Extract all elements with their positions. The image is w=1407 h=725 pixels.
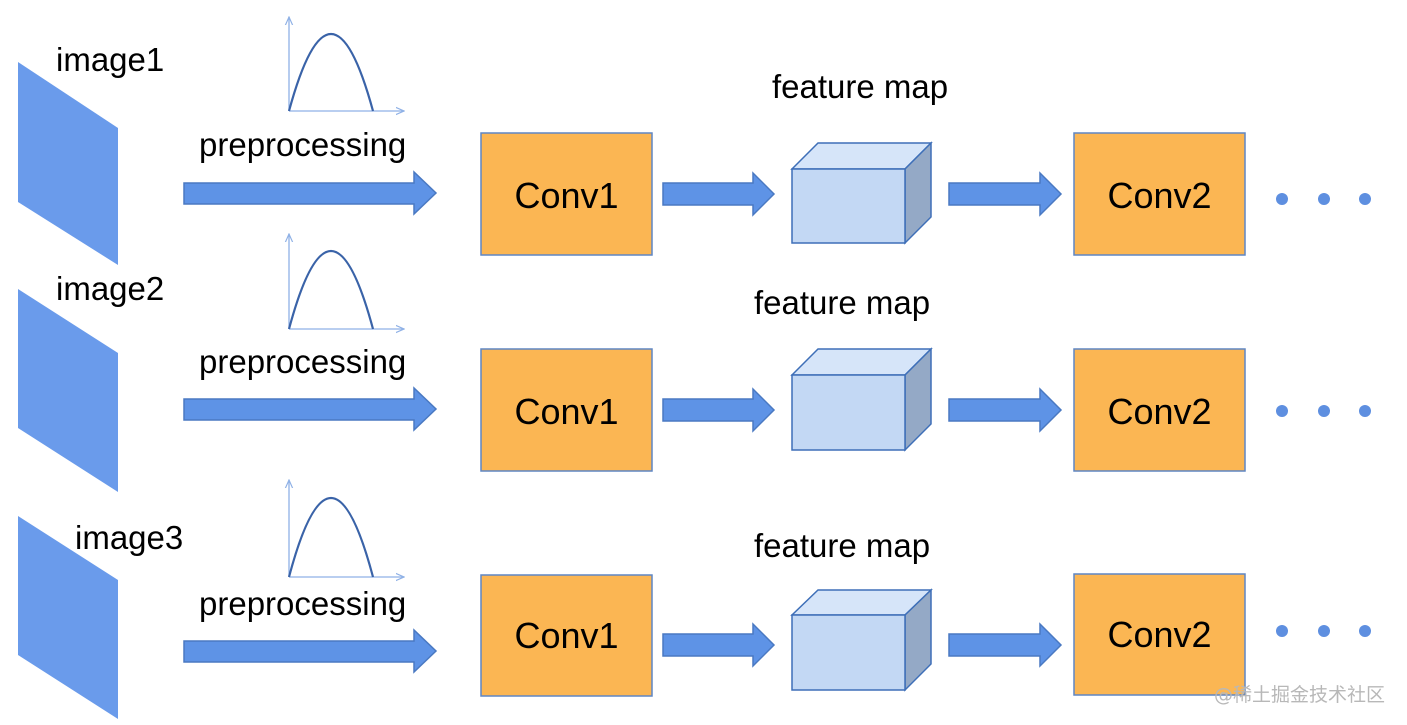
input-image-panel <box>18 62 118 265</box>
continuation-dots <box>1276 625 1371 637</box>
conv1-label: Conv1 <box>514 615 618 656</box>
distribution-curve-icon <box>289 17 404 111</box>
image-label: image1 <box>56 41 164 78</box>
distribution-curve-icon <box>289 234 404 329</box>
conv2-block: Conv2 <box>1073 348 1246 472</box>
preprocessing-arrow <box>183 170 438 216</box>
image-label: image3 <box>75 519 183 556</box>
continuation-dots <box>1276 405 1371 417</box>
feature-map-cube <box>790 141 933 245</box>
image-label: image2 <box>56 270 164 307</box>
conv1-output-arrow <box>662 387 776 433</box>
feature-map-label: feature map <box>754 284 930 321</box>
distribution-curve-icon <box>289 480 404 577</box>
pipeline-row-1: image1 preprocessing Conv1 feature map C… <box>18 17 1371 265</box>
input-image-panel <box>18 289 118 492</box>
conv1-block: Conv1 <box>480 132 653 256</box>
feature-map-output-arrow <box>948 622 1063 668</box>
feature-map-output-arrow <box>948 387 1063 433</box>
preprocessing-label: preprocessing <box>199 126 406 163</box>
continuation-dots <box>1276 193 1371 205</box>
conv2-label: Conv2 <box>1107 614 1211 655</box>
preprocessing-arrow <box>183 386 438 432</box>
preprocessing-arrow <box>183 628 438 674</box>
conv1-output-arrow <box>662 622 776 668</box>
watermark-text: @稀土掘金技术社区 <box>1213 684 1385 706</box>
feature-map-cube <box>790 588 933 692</box>
conv2-label: Conv2 <box>1107 391 1211 432</box>
preprocessing-label: preprocessing <box>199 343 406 380</box>
pipeline-row-3: image3 preprocessing Conv1 feature map C… <box>18 480 1371 719</box>
conv1-output-arrow <box>662 171 776 217</box>
conv1-block: Conv1 <box>480 574 653 697</box>
pipeline-row-2: image2 preprocessing Conv1 feature map C… <box>18 234 1371 492</box>
conv2-block: Conv2 <box>1073 132 1246 256</box>
conv2-block: Conv2 <box>1073 573 1246 696</box>
conv1-label: Conv1 <box>514 391 618 432</box>
input-image-panel <box>18 516 118 719</box>
feature-map-label: feature map <box>772 68 948 105</box>
feature-map-output-arrow <box>948 171 1063 217</box>
conv1-block: Conv1 <box>480 348 653 472</box>
feature-map-label: feature map <box>754 527 930 564</box>
feature-map-cube <box>790 347 933 452</box>
conv2-label: Conv2 <box>1107 175 1211 216</box>
preprocessing-label: preprocessing <box>199 585 406 622</box>
conv1-label: Conv1 <box>514 175 618 216</box>
